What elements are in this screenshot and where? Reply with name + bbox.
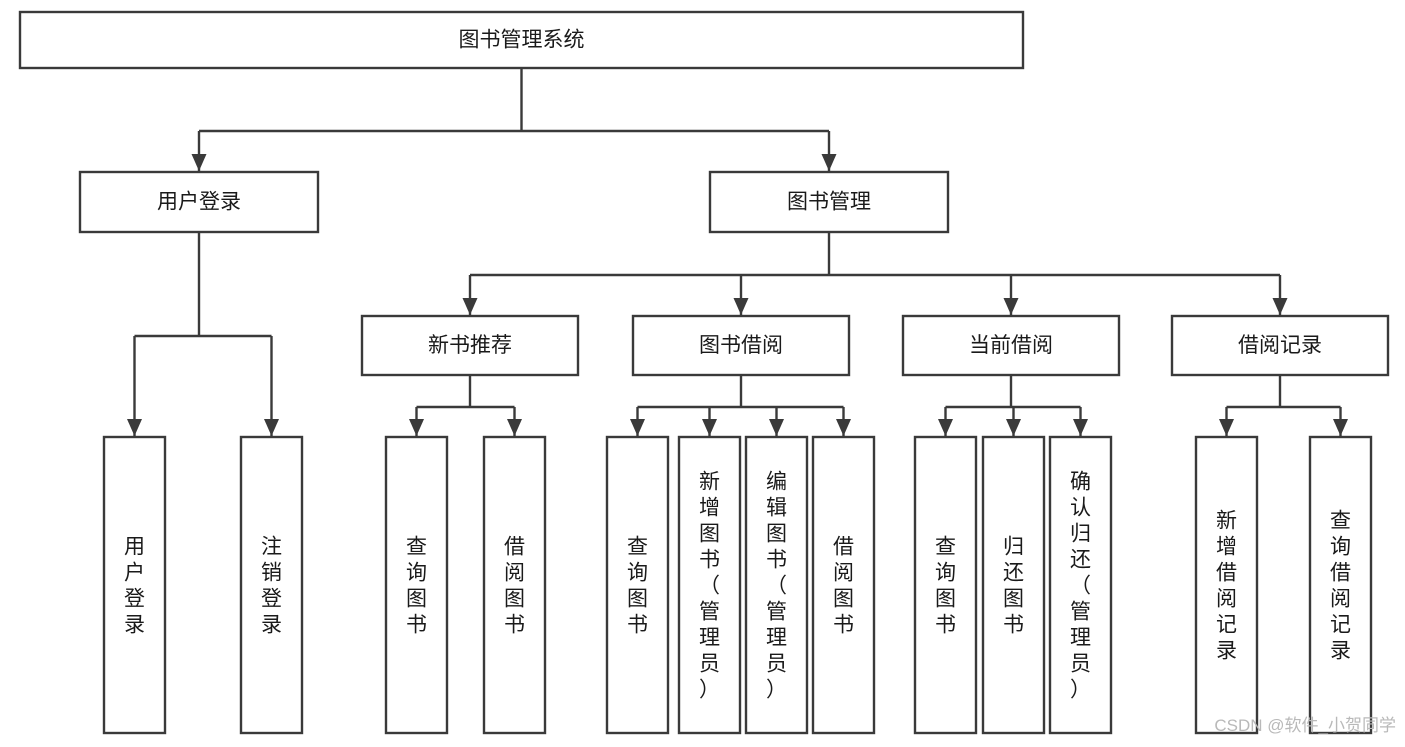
- node-confirm-return-admin[interactable]: 确认归还（管理员）: [1048, 435, 1113, 735]
- arrow-head-icon-add-book-admin: [702, 419, 717, 436]
- node-box-book-borrow: [631, 314, 851, 377]
- node-box-query-book-2: [605, 435, 670, 735]
- node-query-book-2[interactable]: 查询图书: [605, 435, 670, 735]
- node-label-new-book-recommend: 新书推荐: [428, 334, 512, 357]
- node-label-edit-book-admin: 编辑图书（管理员）: [766, 470, 787, 701]
- node-box-query-book-3: [913, 435, 978, 735]
- node-add-book-admin[interactable]: 新增图书（管理员）: [677, 435, 742, 735]
- node-borrow-book-2[interactable]: 借阅图书: [811, 435, 876, 735]
- node-box-user-logout: [239, 435, 304, 735]
- node-query-borrow-record[interactable]: 查询借阅记录: [1308, 435, 1373, 735]
- node-label-user-login-do: 用户登录: [124, 535, 145, 636]
- node-return-book[interactable]: 归还图书: [981, 435, 1046, 735]
- arrow-head-icon-user-login: [191, 154, 207, 171]
- node-label-add-borrow-record: 新增借阅记录: [1216, 509, 1237, 662]
- arrow-head-icon-book-management: [821, 154, 837, 171]
- node-layer: 图书管理系统用户登录图书管理新书推荐图书借阅当前借阅借阅记录用户登录注销登录查询…: [18, 10, 1390, 735]
- node-label-current-borrow: 当前借阅: [969, 334, 1053, 357]
- node-label-query-book-3: 查询图书: [935, 535, 956, 636]
- arrow-head-icon-query-book-2: [630, 419, 645, 436]
- arrow-head-icon-book-borrow: [733, 298, 749, 315]
- arrow-head-icon-add-borrow-record: [1219, 419, 1234, 436]
- node-label-user-logout: 注销登录: [261, 535, 282, 636]
- arrow-head-icon-borrow-records: [1272, 298, 1288, 315]
- node-new-book-recommend[interactable]: 新书推荐: [360, 314, 580, 377]
- node-box-book-management: [708, 170, 950, 234]
- node-box-return-book: [981, 435, 1046, 735]
- node-label-return-book: 归还图书: [1003, 535, 1024, 636]
- arrow-head-icon-borrow-book-1: [507, 419, 522, 436]
- node-box-user-login: [78, 170, 320, 234]
- node-box-edit-book-admin: [744, 435, 809, 735]
- arrow-head-icon-return-book: [1006, 419, 1021, 436]
- node-box-borrow-book-2: [811, 435, 876, 735]
- node-query-book-1[interactable]: 查询图书: [384, 435, 449, 735]
- node-box-add-book-admin: [677, 435, 742, 735]
- node-user-login[interactable]: 用户登录: [78, 170, 320, 234]
- node-box-borrow-records: [1170, 314, 1390, 377]
- arrow-head-icon-user-logout: [264, 419, 279, 436]
- node-user-logout[interactable]: 注销登录: [239, 435, 304, 735]
- node-box-query-book-1: [384, 435, 449, 735]
- arrow-head-icon-current-borrow: [1003, 298, 1019, 315]
- arrow-head-icon-query-book-3: [938, 419, 953, 436]
- node-label-confirm-return-admin: 确认归还（管理员）: [1070, 470, 1091, 701]
- node-box-root: [18, 10, 1025, 70]
- node-box-new-book-recommend: [360, 314, 580, 377]
- node-box-query-borrow-record: [1308, 435, 1373, 735]
- node-label-query-book-1: 查询图书: [406, 535, 427, 636]
- node-box-add-borrow-record: [1194, 435, 1259, 735]
- arrow-head-icon-edit-book-admin: [769, 419, 784, 436]
- node-box-current-borrow: [901, 314, 1121, 377]
- node-label-query-borrow-record: 查询借阅记录: [1330, 509, 1351, 662]
- node-label-borrow-book-2: 借阅图书: [833, 535, 854, 636]
- arrow-head-icon-new-book-recommend: [462, 298, 478, 315]
- node-add-borrow-record[interactable]: 新增借阅记录: [1194, 435, 1259, 735]
- arrow-head-icon-query-borrow-record: [1333, 419, 1348, 436]
- node-label-root: 图书管理系统: [459, 29, 585, 52]
- node-label-query-book-2: 查询图书: [627, 535, 648, 636]
- node-user-login-do[interactable]: 用户登录: [102, 435, 167, 735]
- node-borrow-book-1[interactable]: 借阅图书: [482, 435, 547, 735]
- node-box-user-login-do: [102, 435, 167, 735]
- node-label-borrow-records: 借阅记录: [1238, 334, 1322, 357]
- node-label-book-management: 图书管理: [787, 191, 871, 214]
- node-label-add-book-admin: 新增图书（管理员）: [699, 470, 720, 701]
- watermark-label: CSDN @软件_小贺同学: [1214, 716, 1396, 735]
- connector-layer: [127, 68, 1348, 436]
- node-box-borrow-book-1: [482, 435, 547, 735]
- node-box-confirm-return-admin: [1048, 435, 1113, 735]
- node-edit-book-admin[interactable]: 编辑图书（管理员）: [744, 435, 809, 735]
- node-root[interactable]: 图书管理系统: [18, 10, 1025, 70]
- node-label-borrow-book-1: 借阅图书: [504, 535, 525, 636]
- arrow-head-icon-confirm-return-admin: [1073, 419, 1088, 436]
- node-current-borrow[interactable]: 当前借阅: [901, 314, 1121, 377]
- node-book-borrow[interactable]: 图书借阅: [631, 314, 851, 377]
- node-borrow-records[interactable]: 借阅记录: [1170, 314, 1390, 377]
- arrow-head-icon-user-login-do: [127, 419, 142, 436]
- node-label-user-login: 用户登录: [157, 191, 241, 214]
- arrow-head-icon-borrow-book-2: [836, 419, 851, 436]
- arrow-head-icon-query-book-1: [409, 419, 424, 436]
- node-query-book-3[interactable]: 查询图书: [913, 435, 978, 735]
- node-label-book-borrow: 图书借阅: [699, 334, 783, 357]
- node-book-management[interactable]: 图书管理: [708, 170, 950, 234]
